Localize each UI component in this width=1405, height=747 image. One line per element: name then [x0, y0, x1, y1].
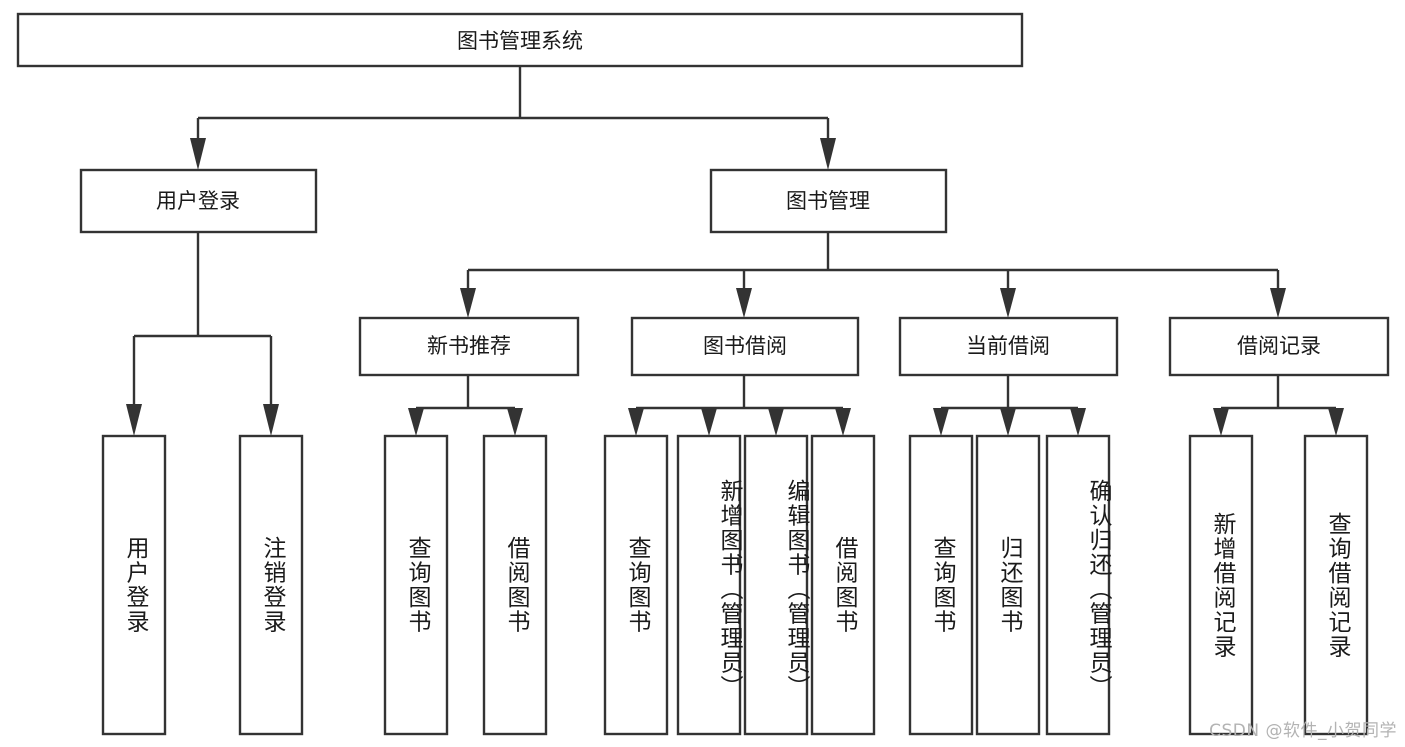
node-leaf11-box[interactable] [1045, 434, 1111, 736]
arrow-head-leaf4 [507, 408, 523, 436]
arrow-head-bookmgmt [820, 138, 836, 170]
arrow-head-leaf3 [408, 408, 424, 436]
arrow-head-leaf1 [126, 404, 142, 436]
arrow-head-login [190, 138, 206, 170]
arrow-head-leaf2 [263, 404, 279, 436]
arrow-head-leaf6 [701, 408, 717, 436]
csdn-watermark: CSDN @软件_小贺同学 [1209, 721, 1397, 741]
node-borrow[interactable]: 图书借阅 [630, 316, 860, 377]
node-records-box[interactable] [1168, 316, 1390, 377]
node-bookmgmt-box[interactable] [709, 168, 948, 234]
node-current-box[interactable] [898, 316, 1119, 377]
node-leaf3-box[interactable] [383, 434, 449, 736]
node-login-box[interactable] [79, 168, 318, 234]
arrow-head-leaf9 [933, 408, 949, 436]
node-root[interactable]: 图书管理系统 [16, 12, 1024, 68]
arrow-head-borrow [736, 288, 752, 318]
node-leaf9-box[interactable] [908, 434, 974, 736]
arrow-head-current [1000, 288, 1016, 318]
node-current-label: 当前借阅 [966, 334, 1050, 358]
node-leaf10-box[interactable] [975, 434, 1041, 736]
arrow-head-leaf5 [628, 408, 644, 436]
node-borrow-label: 图书借阅 [703, 334, 787, 358]
arrow-head-leaf8 [835, 408, 851, 436]
node-leaf12-box[interactable] [1188, 434, 1254, 736]
arrow-head-leaf7 [768, 408, 784, 436]
node-login[interactable]: 用户登录 [79, 168, 318, 234]
arrow-head-newbook [460, 288, 476, 318]
node-bookmgmt-label: 图书管理 [786, 189, 870, 213]
node-newbook-box[interactable] [358, 316, 580, 377]
connector-group-current [933, 375, 1086, 436]
node-records[interactable]: 借阅记录 [1168, 316, 1390, 377]
node-newbook-label: 新书推荐 [427, 334, 511, 358]
node-leaf6-box[interactable] [676, 434, 742, 736]
node-borrow-box[interactable] [630, 316, 860, 377]
node-leaf8-box[interactable] [810, 434, 876, 736]
arrow-head-records [1270, 288, 1286, 318]
node-root-box[interactable] [16, 12, 1024, 68]
node-leaf4-box[interactable] [482, 434, 548, 736]
arrow-head-leaf11 [1070, 408, 1086, 436]
connector-group-login [126, 232, 279, 436]
arrow-head-leaf13 [1328, 408, 1344, 436]
node-leaf7-box[interactable] [743, 434, 809, 736]
connector-group-newbook [408, 375, 523, 436]
node-current[interactable]: 当前借阅 [898, 316, 1119, 377]
node-leaf2-box[interactable] [238, 434, 304, 736]
node-leaf1-box[interactable] [101, 434, 167, 736]
arrow-head-leaf10 [1000, 408, 1016, 436]
arrow-head-leaf12 [1213, 408, 1229, 436]
connector-group-borrow [628, 375, 851, 436]
node-bookmgmt[interactable]: 图书管理 [709, 168, 948, 234]
node-leaf5-box[interactable] [603, 434, 669, 736]
connector-group-records [1213, 375, 1344, 436]
node-leaf13-box[interactable] [1303, 434, 1369, 736]
node-records-label: 借阅记录 [1237, 334, 1321, 358]
node-root-label: 图书管理系统 [457, 29, 583, 53]
connector-group-root [190, 66, 836, 170]
node-newbook[interactable]: 新书推荐 [358, 316, 580, 377]
node-login-label: 用户登录 [156, 189, 240, 213]
connector-group-bookmgmt [460, 232, 1286, 318]
